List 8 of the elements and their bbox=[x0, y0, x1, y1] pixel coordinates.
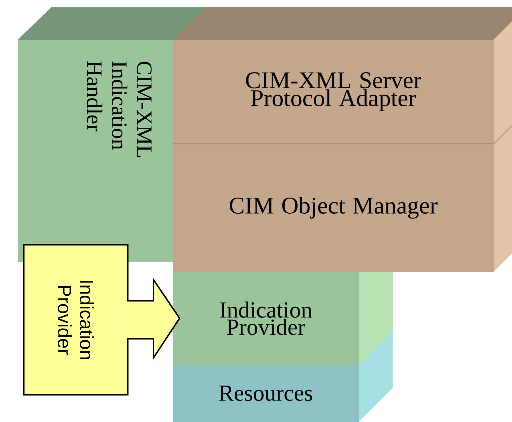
block-arrow bbox=[126, 278, 181, 360]
handler-block: CIM-XML Indication Handler bbox=[18, 7, 207, 262]
node-label: CIM Object Manager bbox=[230, 197, 438, 219]
layer-block: CIM-XML Server Protocol Adapter bbox=[173, 7, 512, 144]
layer-block: CIM Object Manager bbox=[173, 126, 512, 272]
callout-box: Indication Provider bbox=[23, 244, 129, 396]
node-label: CIM-XML Server Protocol Adapter bbox=[246, 72, 422, 112]
layer-block: Indication Provider bbox=[173, 272, 393, 365]
